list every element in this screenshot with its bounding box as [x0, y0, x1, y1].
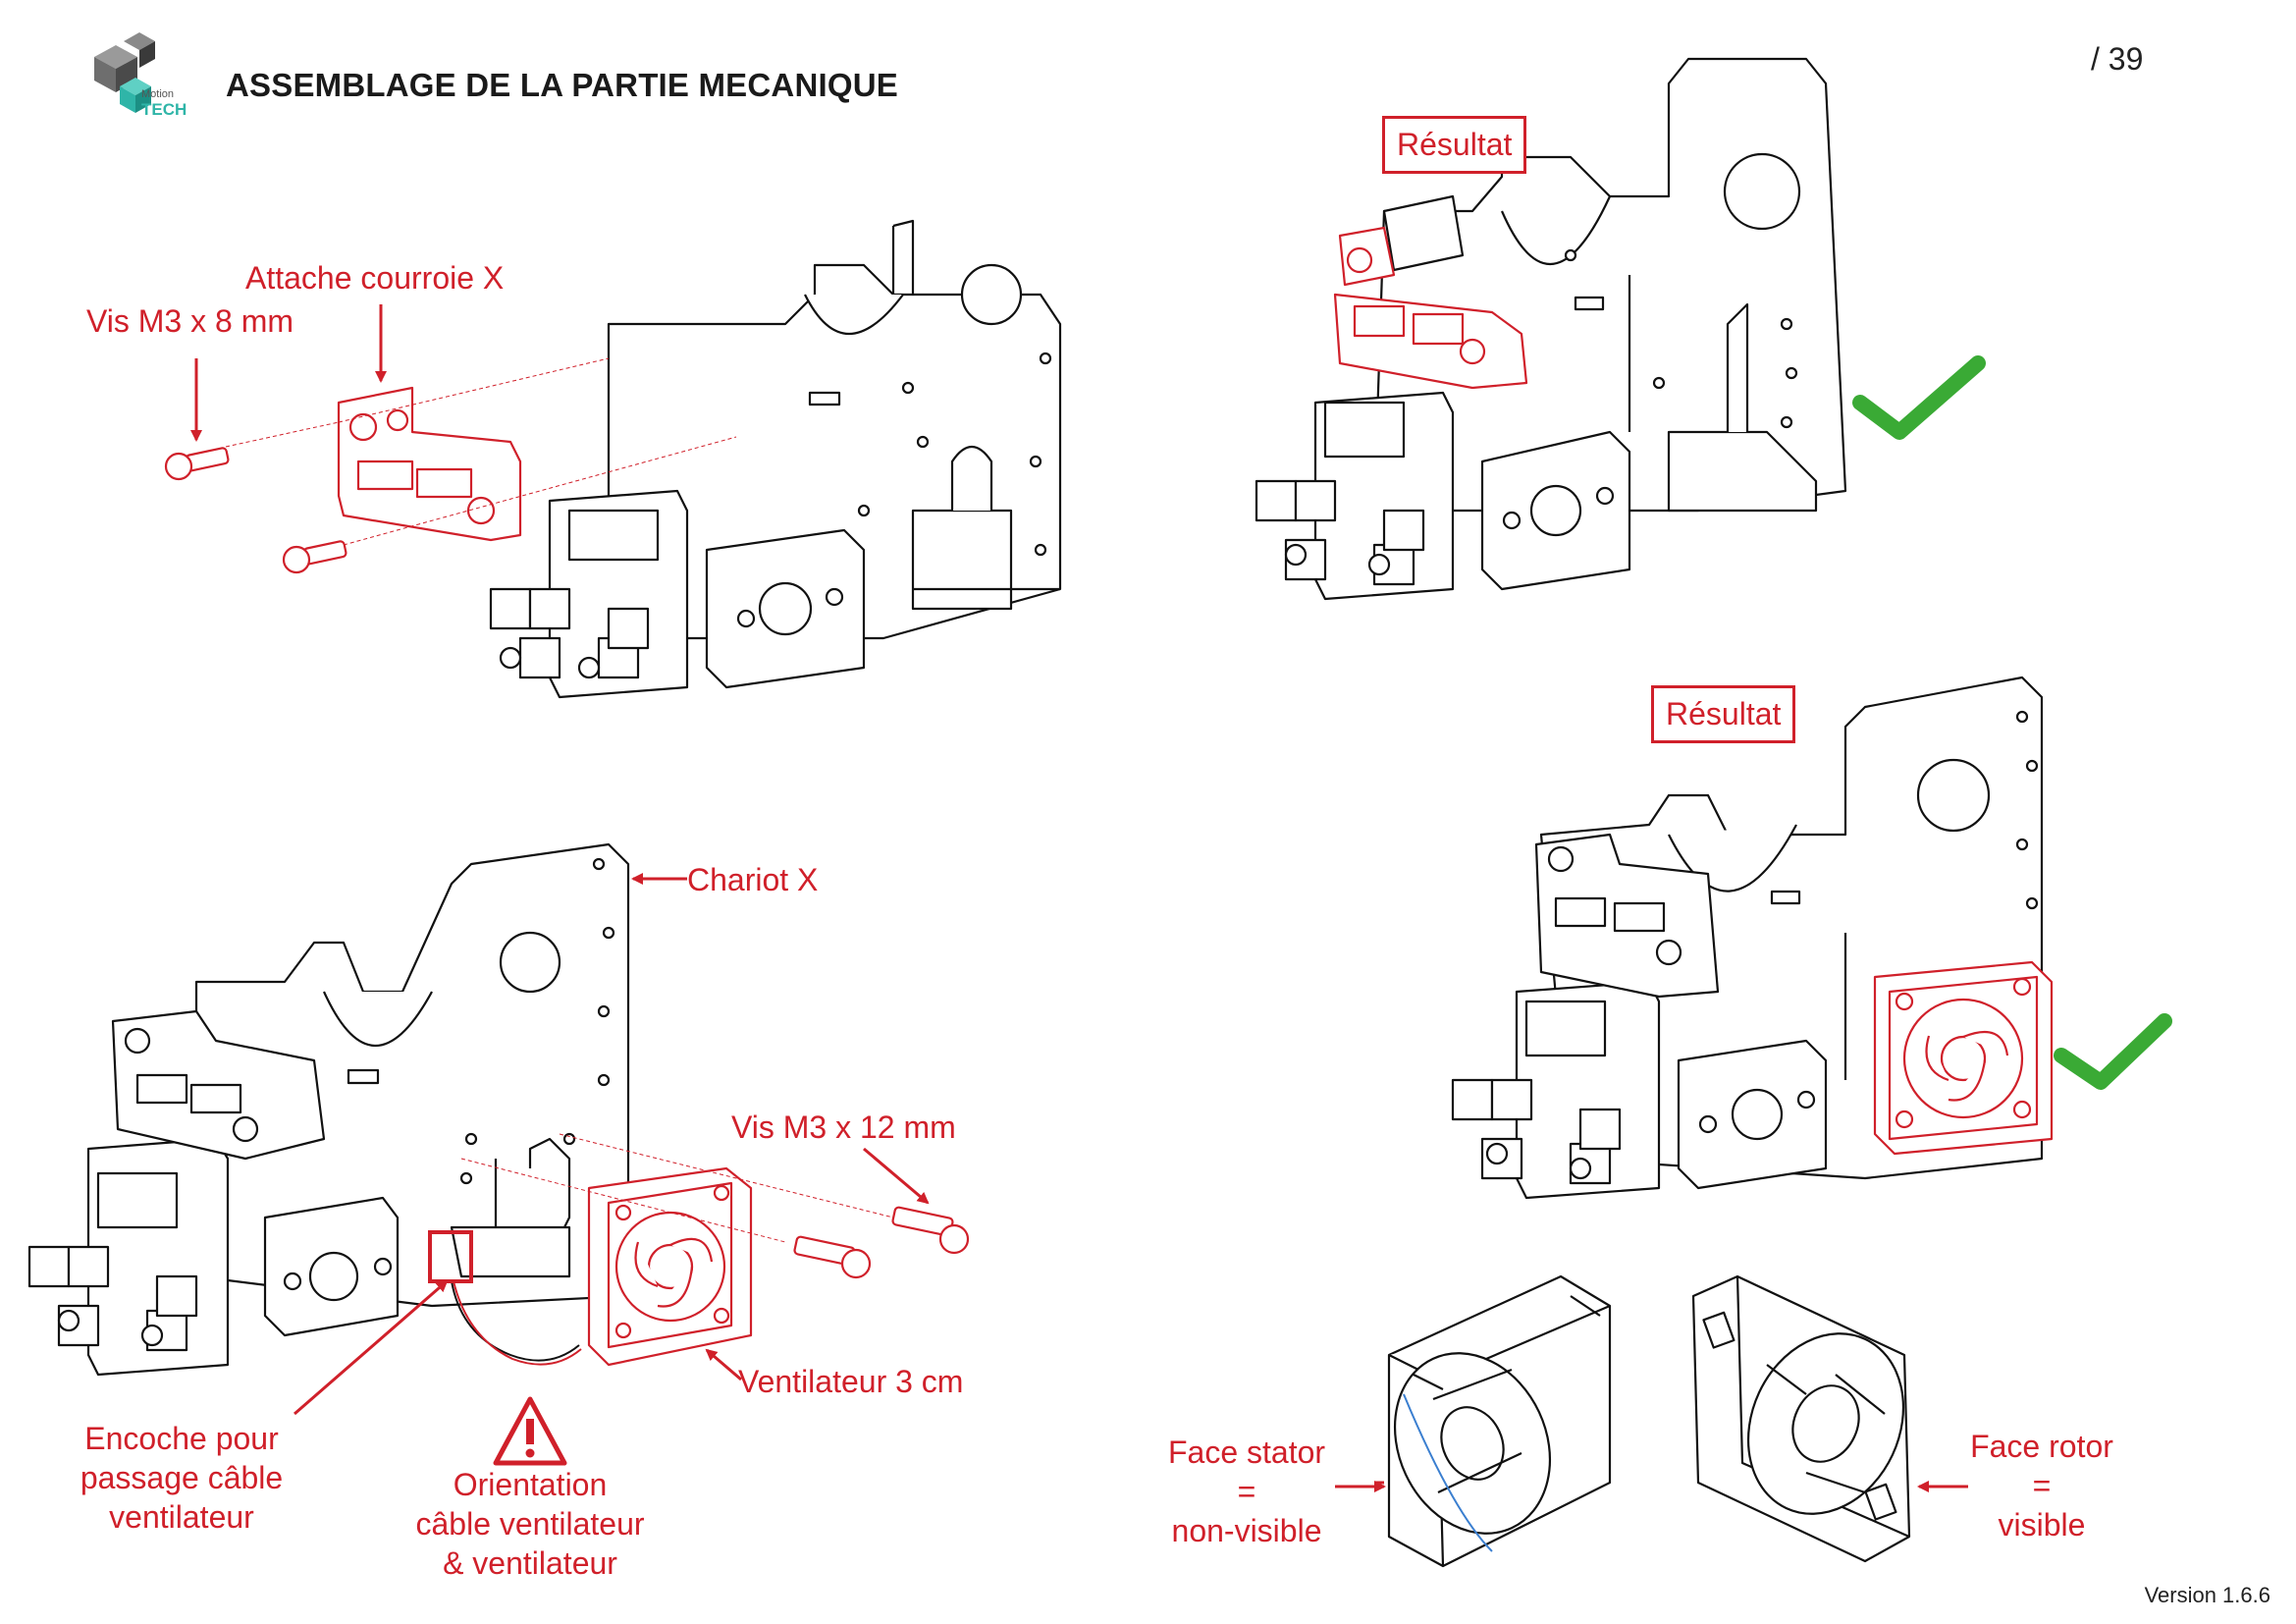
label-orientation: Orientation câble ventilateur & ventilat…	[398, 1465, 663, 1583]
label-orientation-line2: câble ventilateur	[415, 1506, 645, 1542]
label-ventilateur: Ventilateur 3 cm	[738, 1364, 964, 1399]
label-encoche-line3: ventilateur	[109, 1499, 254, 1535]
result2-carriage-drawing	[1451, 676, 2044, 1200]
label-encoche-line2: passage câble	[80, 1460, 284, 1495]
screw-m3x8-b	[282, 540, 347, 574]
label-resultat-2: Résultat	[1651, 685, 1796, 743]
label-chariot-x: Chariot X	[687, 862, 819, 897]
label-face-rotor: Face rotor = visible	[1953, 1427, 2130, 1544]
check-mark-icon	[1852, 355, 1986, 440]
result2-fan	[1873, 960, 2054, 1156]
label-face-rotor-line3: visible	[1998, 1507, 2086, 1543]
logo-small-text: Motion	[141, 88, 175, 100]
label-face-stator: Face stator = non-visible	[1158, 1433, 1335, 1550]
check-mark-icon-2	[2054, 1013, 2172, 1090]
warning-icon	[493, 1396, 567, 1466]
label-face-stator-line3: non-visible	[1171, 1513, 1322, 1548]
step1-carriage-drawing	[489, 219, 1062, 699]
fan-cable	[451, 1280, 580, 1362]
fan-rotor-face-drawing	[1691, 1274, 1911, 1563]
screw-m3x12-a	[793, 1235, 872, 1279]
label-encoche: Encoche pour passage câble ventilateur	[69, 1419, 294, 1537]
cable-notch-highlight	[428, 1230, 473, 1283]
label-attache-courroie: Attache courroie X	[245, 260, 505, 296]
logo-main-text: TECH	[141, 100, 187, 119]
belt-clamp-part	[337, 386, 522, 542]
result1-carriage-drawing	[1255, 57, 1847, 601]
version-label: Version 1.6.6	[2144, 1583, 2270, 1607]
logo-cubes-icon	[94, 32, 155, 113]
label-encoche-line1: Encoche pour	[84, 1421, 279, 1456]
label-orientation-line3: & ventilateur	[443, 1545, 617, 1581]
label-face-rotor-line1: Face rotor	[1970, 1429, 2113, 1464]
label-face-stator-line2: =	[1237, 1474, 1256, 1509]
page-number: / 39	[2091, 41, 2144, 77]
label-orientation-line1: Orientation	[453, 1467, 608, 1502]
screw-m3x8-a	[164, 447, 230, 481]
logo: Motion TECH	[75, 27, 187, 126]
screw-m3x12-b	[891, 1206, 970, 1255]
step2-carriage-drawing	[27, 842, 630, 1377]
label-face-rotor-line2: =	[2032, 1468, 2052, 1503]
fan-stator-face-drawing	[1387, 1274, 1612, 1568]
label-face-stator-line1: Face stator	[1167, 1435, 1326, 1470]
label-vis-m3x12: Vis M3 x 12 mm	[731, 1110, 956, 1145]
result1-belt-clamp	[1333, 226, 1528, 390]
fan-30mm-part	[587, 1166, 753, 1367]
page-title: ASSEMBLAGE DE LA PARTIE MECANIQUE	[226, 67, 898, 103]
label-vis-m3x8: Vis M3 x 8 mm	[86, 303, 294, 339]
label-resultat-1: Résultat	[1382, 116, 1527, 174]
